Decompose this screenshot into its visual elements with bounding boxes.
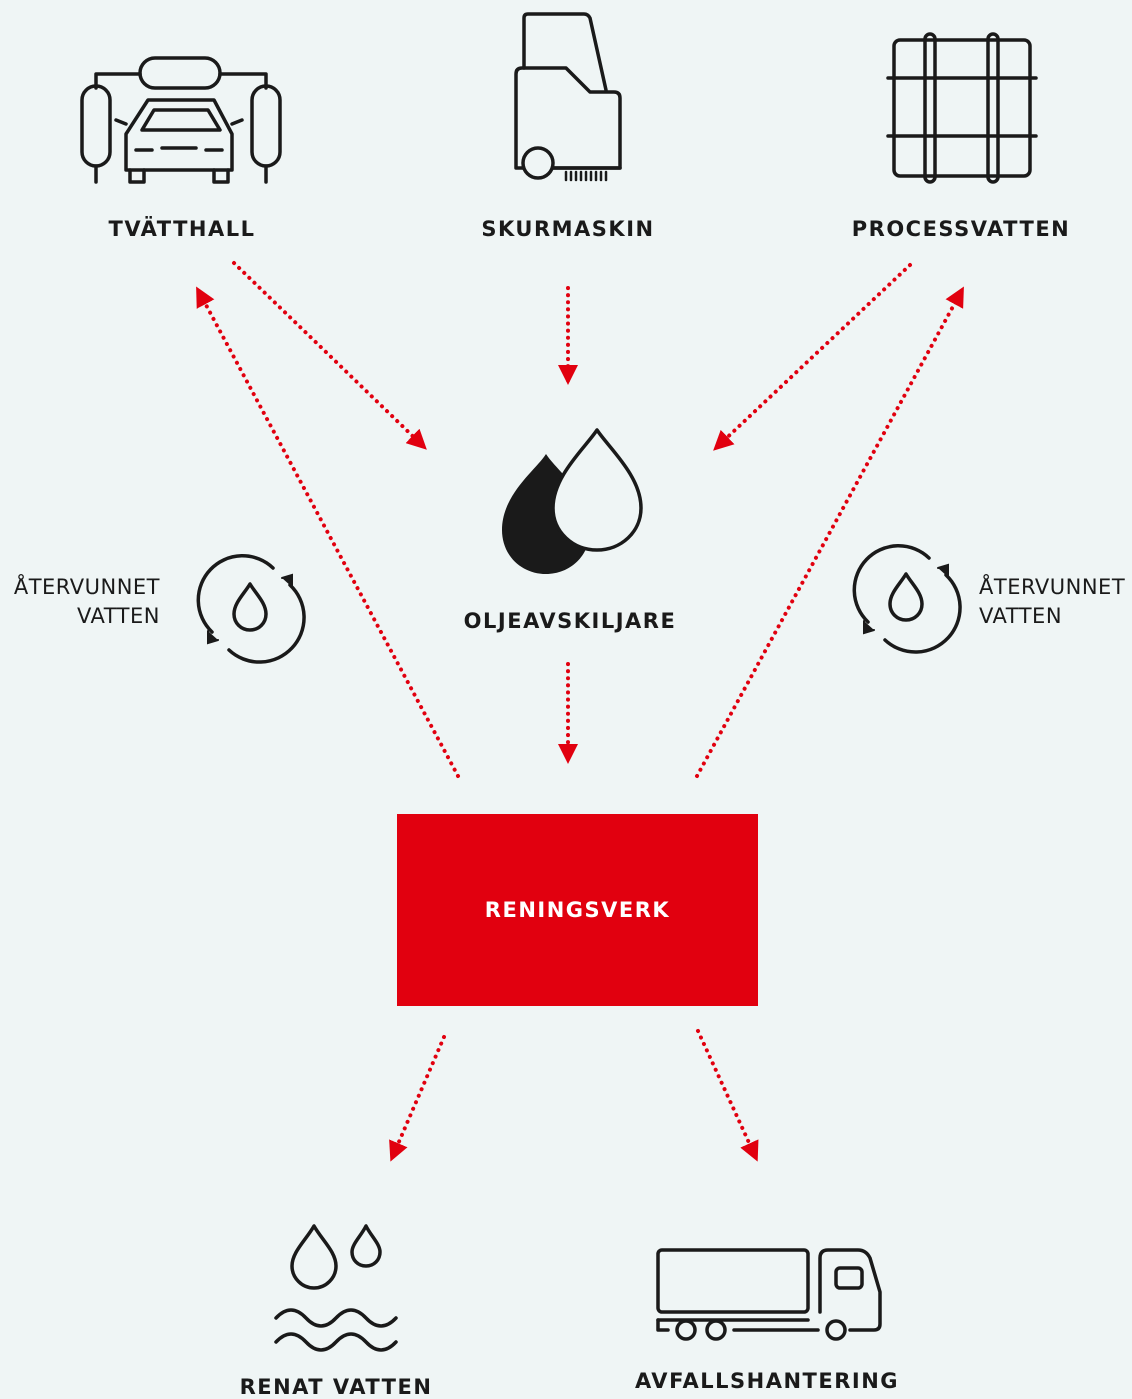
treatment-plant-box (397, 814, 758, 1006)
treatment-plant: RENINGSVERK (397, 814, 758, 1006)
arrow-carwash-to-separator (232, 261, 427, 450)
label-car-wash: TVÄTTHALL (108, 217, 256, 241)
floor-scrubber-icon (514, 12, 622, 182)
oil-water-drops-icon (502, 428, 643, 574)
truck-icon (656, 1248, 882, 1341)
recycle-drop-icon-right (852, 544, 962, 654)
recycle-drop-icon-left (196, 554, 306, 664)
recycled-right-line2: VATTEN (979, 604, 1063, 628)
label-clean-water: RENAT VATTEN (239, 1375, 433, 1399)
arrow-plant-to-waste (696, 1029, 759, 1162)
recycled-left-line1: ÅTERVUNNET (13, 575, 160, 599)
ibc-tank-icon (886, 32, 1038, 184)
label-process-water: PROCESSVATTEN (851, 217, 1071, 241)
arrow-plant-to-process-recycled (695, 286, 964, 778)
label-treatment-plant: RENINGSVERK (484, 898, 671, 922)
arrow-process-to-separator (713, 263, 912, 451)
arrow-plant-to-clean-water (389, 1035, 446, 1162)
recycled-left-line2: VATTEN (76, 604, 160, 628)
recycled-right-line1: ÅTERVUNNET (979, 575, 1126, 599)
car-wash-icon (80, 56, 282, 184)
label-waste-handling: AVFALLSHANTERING (634, 1369, 900, 1393)
label-scrubber: SKURMASKIN (481, 217, 655, 241)
label-oil-separator: OLJEAVSKILJARE (463, 609, 677, 633)
arrow-plant-to-carwash-recycled (196, 286, 460, 778)
label-recycled-water-left: ÅTERVUNNET VATTEN (14, 573, 160, 631)
label-recycled-water-right: ÅTERVUNNET VATTEN (979, 573, 1125, 631)
water-drops-waves-icon (274, 1224, 398, 1352)
